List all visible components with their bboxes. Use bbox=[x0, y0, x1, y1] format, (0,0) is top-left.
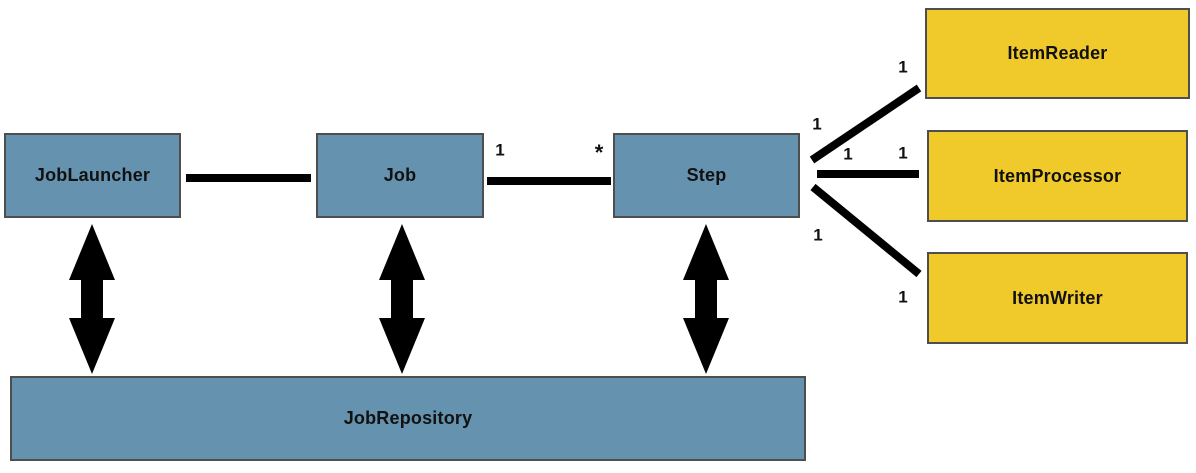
node-itemwriter: ItemWriter bbox=[927, 252, 1188, 344]
multiplicity-step-itemreader-dst: 1 bbox=[898, 57, 908, 77]
node-itemreader-label: ItemReader bbox=[1007, 43, 1108, 63]
multiplicity-step-itemreader-src: 1 bbox=[812, 114, 822, 134]
association-step-itemreader bbox=[809, 84, 922, 164]
multiplicity-job-step-one: 1 bbox=[495, 140, 505, 160]
node-jobrepository-label: JobRepository bbox=[343, 408, 473, 428]
double-arrow-joblauncher-jobrepository bbox=[69, 224, 115, 374]
node-itemprocessor: ItemProcessor bbox=[927, 130, 1188, 222]
multiplicity-step-itemwriter-dst: 1 bbox=[898, 287, 908, 307]
double-arrow-job-jobrepository bbox=[379, 224, 425, 374]
double-arrow-step-jobrepository bbox=[683, 224, 729, 374]
multiplicity-step-itemprocessor-src: 1 bbox=[843, 144, 853, 164]
multiplicity-job-step-many: * bbox=[594, 140, 604, 165]
node-job: Job bbox=[316, 133, 484, 218]
node-joblauncher-label: JobLauncher bbox=[34, 165, 151, 185]
node-step-label: Step bbox=[686, 165, 727, 185]
node-job-label: Job bbox=[383, 165, 417, 185]
association-step-itemwriter bbox=[810, 183, 922, 278]
node-itemwriter-label: ItemWriter bbox=[1012, 287, 1103, 308]
node-jobrepository: JobRepository bbox=[10, 376, 806, 461]
node-joblauncher: JobLauncher bbox=[4, 133, 181, 218]
multiplicity-step-itemwriter-src: 1 bbox=[813, 225, 823, 245]
node-itemreader: ItemReader bbox=[925, 8, 1190, 99]
node-step: Step bbox=[613, 133, 800, 218]
node-itemprocessor-label: ItemProcessor bbox=[993, 165, 1122, 186]
multiplicity-step-itemprocessor-dst: 1 bbox=[898, 143, 908, 163]
